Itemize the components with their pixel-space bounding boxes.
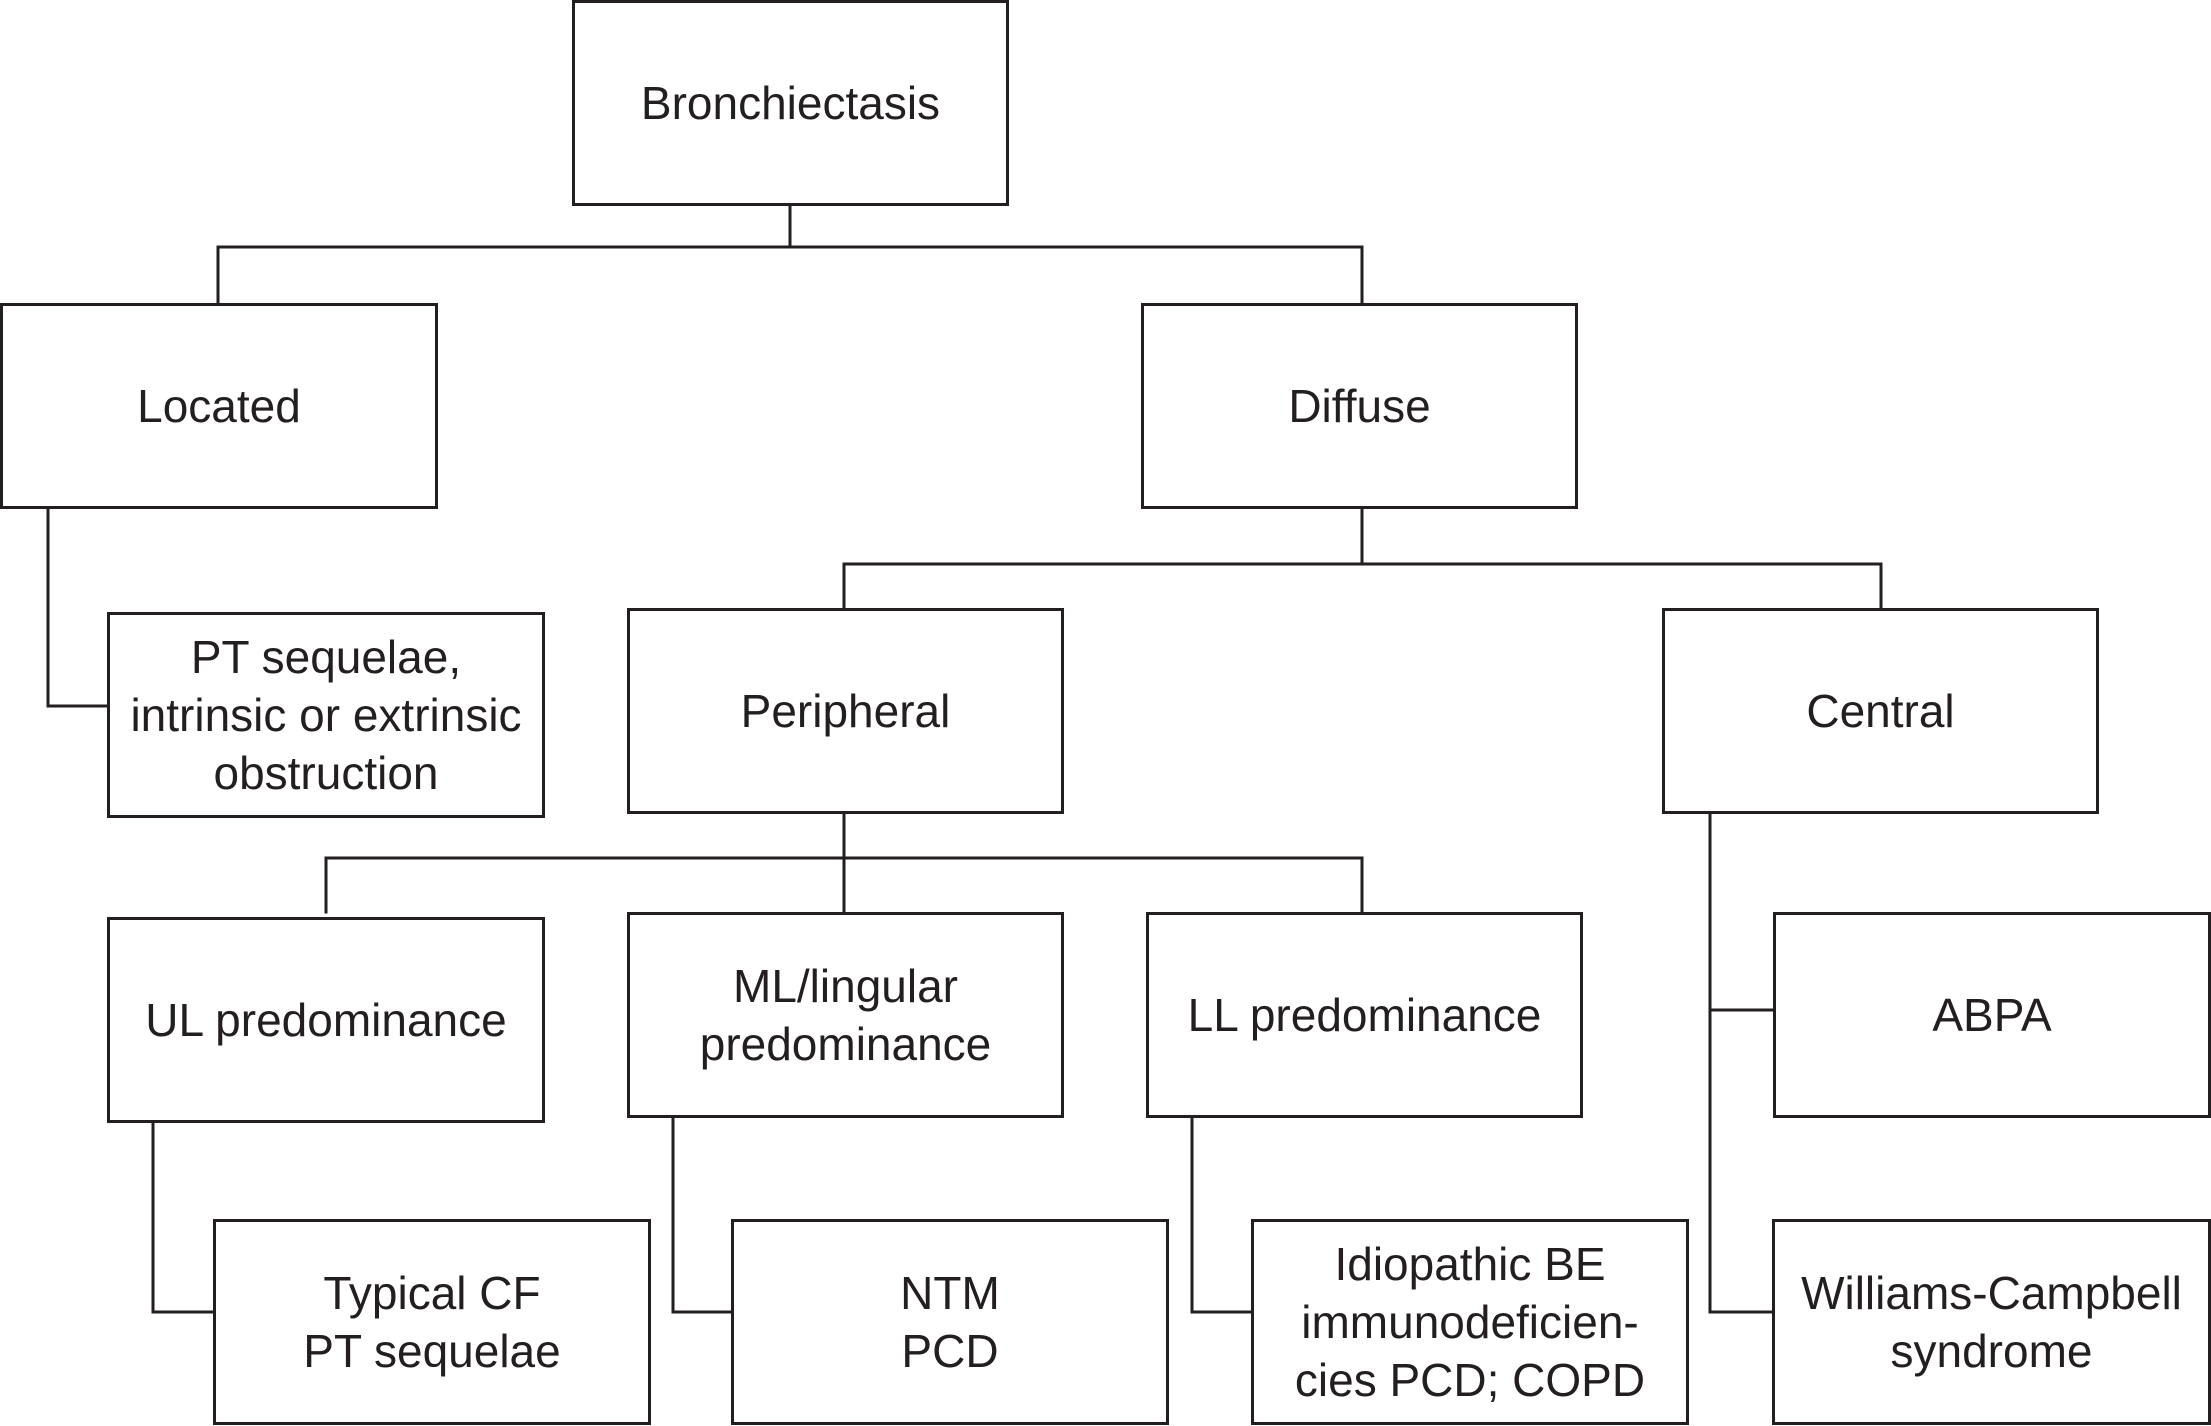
connector-root [216, 203, 1364, 304]
node-abpa: ABPA [1773, 912, 2211, 1118]
connector-diffuse [842, 506, 1883, 610]
node-williams-campbell: Williams-Campbell syndrome [1772, 1219, 2211, 1425]
connector-located [46, 506, 110, 708]
connector-ul [151, 1120, 216, 1314]
node-peripheral: Peripheral [627, 608, 1064, 814]
node-ntm-pcd: NTM PCD [731, 1219, 1169, 1425]
connector-ml [671, 1115, 734, 1314]
node-pt-sequelae-obstruction: PT sequelae, intrinsic or extrinsic obst… [107, 612, 545, 818]
node-diffuse: Diffuse [1141, 303, 1578, 509]
connector-ll [1190, 1115, 1254, 1314]
connector-peripheral [324, 810, 1364, 914]
node-idiopathic-be: Idiopathic BE immunodeficien- cies PCD; … [1251, 1219, 1689, 1425]
node-ml-lingular-predominance: ML/lingular predominance [627, 912, 1064, 1118]
node-bronchiectasis: Bronchiectasis [572, 0, 1009, 206]
node-located: Located [0, 303, 438, 509]
connector-central [1708, 810, 1775, 1314]
node-central: Central [1662, 608, 2099, 814]
node-typical-cf: Typical CF PT sequelae [213, 1219, 651, 1425]
node-ll-predominance: LL predominance [1146, 912, 1583, 1118]
node-ul-predominance: UL predominance [107, 917, 545, 1123]
